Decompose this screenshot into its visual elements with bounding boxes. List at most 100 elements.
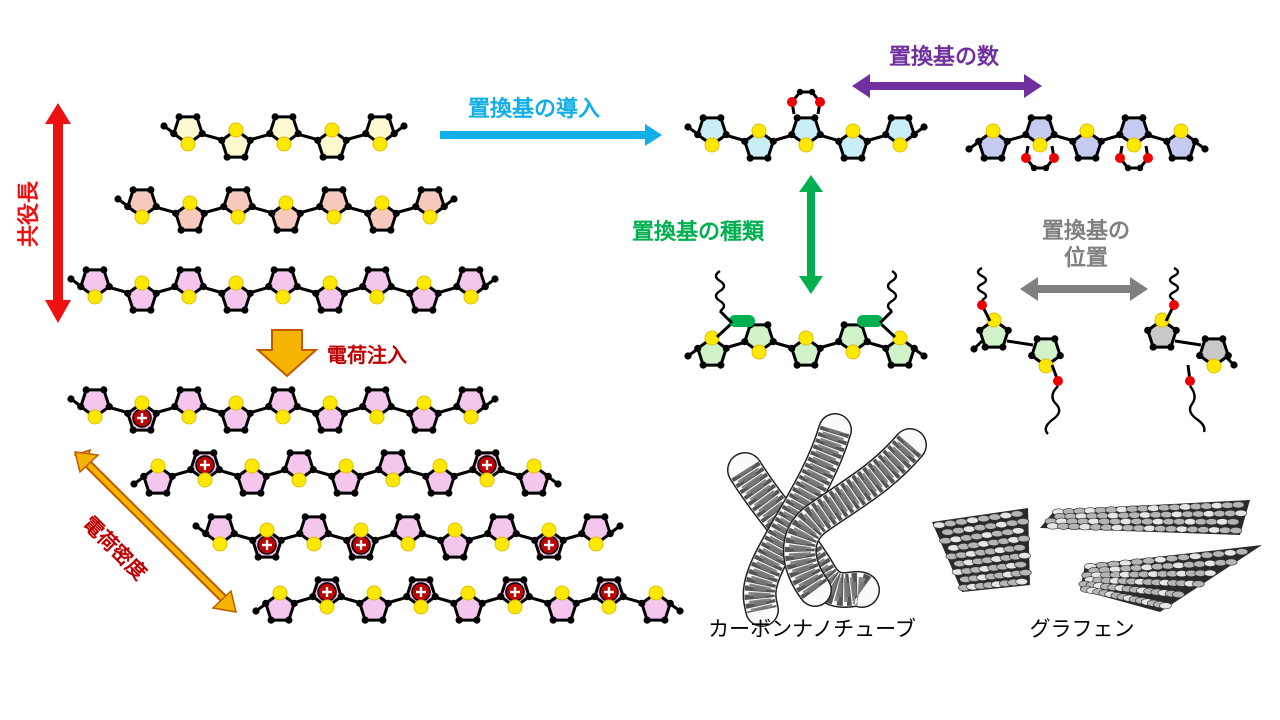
graphene-sheet (1040, 500, 1250, 535)
oxygen-atom (1049, 153, 1059, 163)
sidechain-chain (684, 269, 928, 369)
thiophene-ring (390, 513, 426, 552)
thiophene-ring (1144, 312, 1180, 351)
carbon-nanotube-image (727, 413, 927, 627)
thiophene-ring (497, 576, 533, 615)
sulfur-atom (588, 536, 604, 552)
thiophene-ring (882, 114, 918, 153)
thiophene-ring (1028, 335, 1064, 374)
sulfur-atom (180, 136, 196, 152)
sulfur-atom (892, 330, 908, 346)
sulfur-atom (416, 395, 432, 411)
thiophene-ring (316, 186, 352, 225)
sulfur-atom (1206, 358, 1222, 374)
sulfur-atom (422, 209, 438, 225)
alkyl-side-chain (1044, 385, 1061, 435)
thiophene-ring (694, 114, 730, 153)
alkyl-side-chain (1168, 266, 1180, 302)
graphene-sheet (932, 508, 1032, 592)
sulfur-atom (494, 536, 510, 552)
thiophene-ring (531, 522, 567, 561)
thiophene-ring (412, 186, 448, 225)
sulfur-atom (87, 289, 103, 305)
sulfur-atom (892, 137, 908, 153)
alkyl-side-chain (886, 269, 898, 313)
graphene-sheet (1078, 545, 1262, 612)
sulfur-atom (372, 136, 388, 152)
oligomer-chain-medium (114, 186, 458, 234)
sulfur-atom (244, 458, 260, 474)
sulfur-atom (460, 585, 476, 601)
thiophene-ring (296, 513, 332, 552)
oxygen-atom (815, 97, 825, 107)
substituent-position-label-line2: 位置 (1064, 245, 1108, 271)
thiophene-ring (1069, 123, 1105, 162)
sulfur-atom (197, 472, 213, 488)
sulfur-atom (385, 472, 401, 488)
ethylenedioxy-substituent (1115, 145, 1153, 172)
thiophene-ring (422, 458, 458, 497)
thiophene-ring (309, 576, 345, 615)
doped-chain-2 (130, 449, 562, 497)
thiophene-ring (484, 513, 520, 552)
thiophene-ring (312, 275, 348, 314)
sulfur-atom (400, 536, 416, 552)
sulfur-atom (366, 585, 382, 601)
sulfur-atom (181, 289, 197, 305)
thiophene-ring (171, 266, 207, 305)
oxygen-atom (1169, 300, 1179, 310)
sulfur-atom (601, 599, 617, 615)
regioisomer-right (1144, 266, 1238, 433)
oxygen-atom (1143, 153, 1153, 163)
thiophene-ring (170, 113, 206, 152)
sulfur-atom (463, 409, 479, 425)
thiophene-ring (343, 522, 379, 561)
thiophene-ring (265, 266, 301, 305)
thiophene-ring (328, 458, 364, 497)
sulfur-atom (306, 536, 322, 552)
sulfur-atom (319, 599, 335, 615)
sulfur-atom (322, 275, 338, 291)
conjugation-length-label: 共役長 (17, 180, 42, 247)
substituted-chain-double (965, 114, 1209, 172)
substituent-introduction-arrow (440, 124, 662, 146)
sulfur-atom (182, 195, 198, 211)
carbon-nanotube-label: カーボンナノチューブ (708, 617, 916, 641)
sulfur-atom (798, 137, 814, 153)
sulfur-atom (134, 209, 150, 225)
thiophene-ring (544, 585, 580, 624)
thiophene-ring (976, 312, 1012, 351)
oxygen-atom (1021, 153, 1031, 163)
thiophene-ring (882, 330, 918, 369)
sulfur-atom (1126, 137, 1142, 153)
thiophene-ring (266, 113, 302, 152)
thiophene-ring (249, 522, 285, 561)
thiophene-ring (359, 386, 395, 425)
thiophene-ring (516, 458, 552, 497)
thiophene-ring (1116, 114, 1152, 153)
thiophene-ring (403, 576, 439, 615)
thiophene-ring (591, 576, 627, 615)
sulfur-atom (554, 585, 570, 601)
sulfur-atom (798, 330, 814, 346)
graphene-label: グラフェン (1030, 617, 1135, 641)
thiophene-ring (975, 123, 1011, 162)
thiophene-ring (220, 186, 256, 225)
substituent-type-label: 置換基の種類 (632, 219, 765, 245)
sulfur-atom (704, 137, 720, 153)
sulfur-atom (230, 209, 246, 225)
thiophene-ring (356, 585, 392, 624)
substituent-green (729, 315, 755, 327)
thiophene-ring (262, 585, 298, 624)
conjugation-length-arrow (45, 103, 71, 323)
regioisomer-left (970, 266, 1064, 435)
thiophene-ring (741, 321, 777, 360)
oligomer-chain-long (67, 266, 499, 314)
substituent-type-arrow (799, 175, 823, 294)
sulfur-atom (228, 122, 244, 138)
sulfur-atom (704, 330, 720, 346)
thiophene-ring (741, 123, 777, 162)
sulfur-atom (326, 209, 342, 225)
sulfur-atom (278, 195, 294, 211)
charge-injection-label: 電荷注入 (327, 343, 407, 367)
